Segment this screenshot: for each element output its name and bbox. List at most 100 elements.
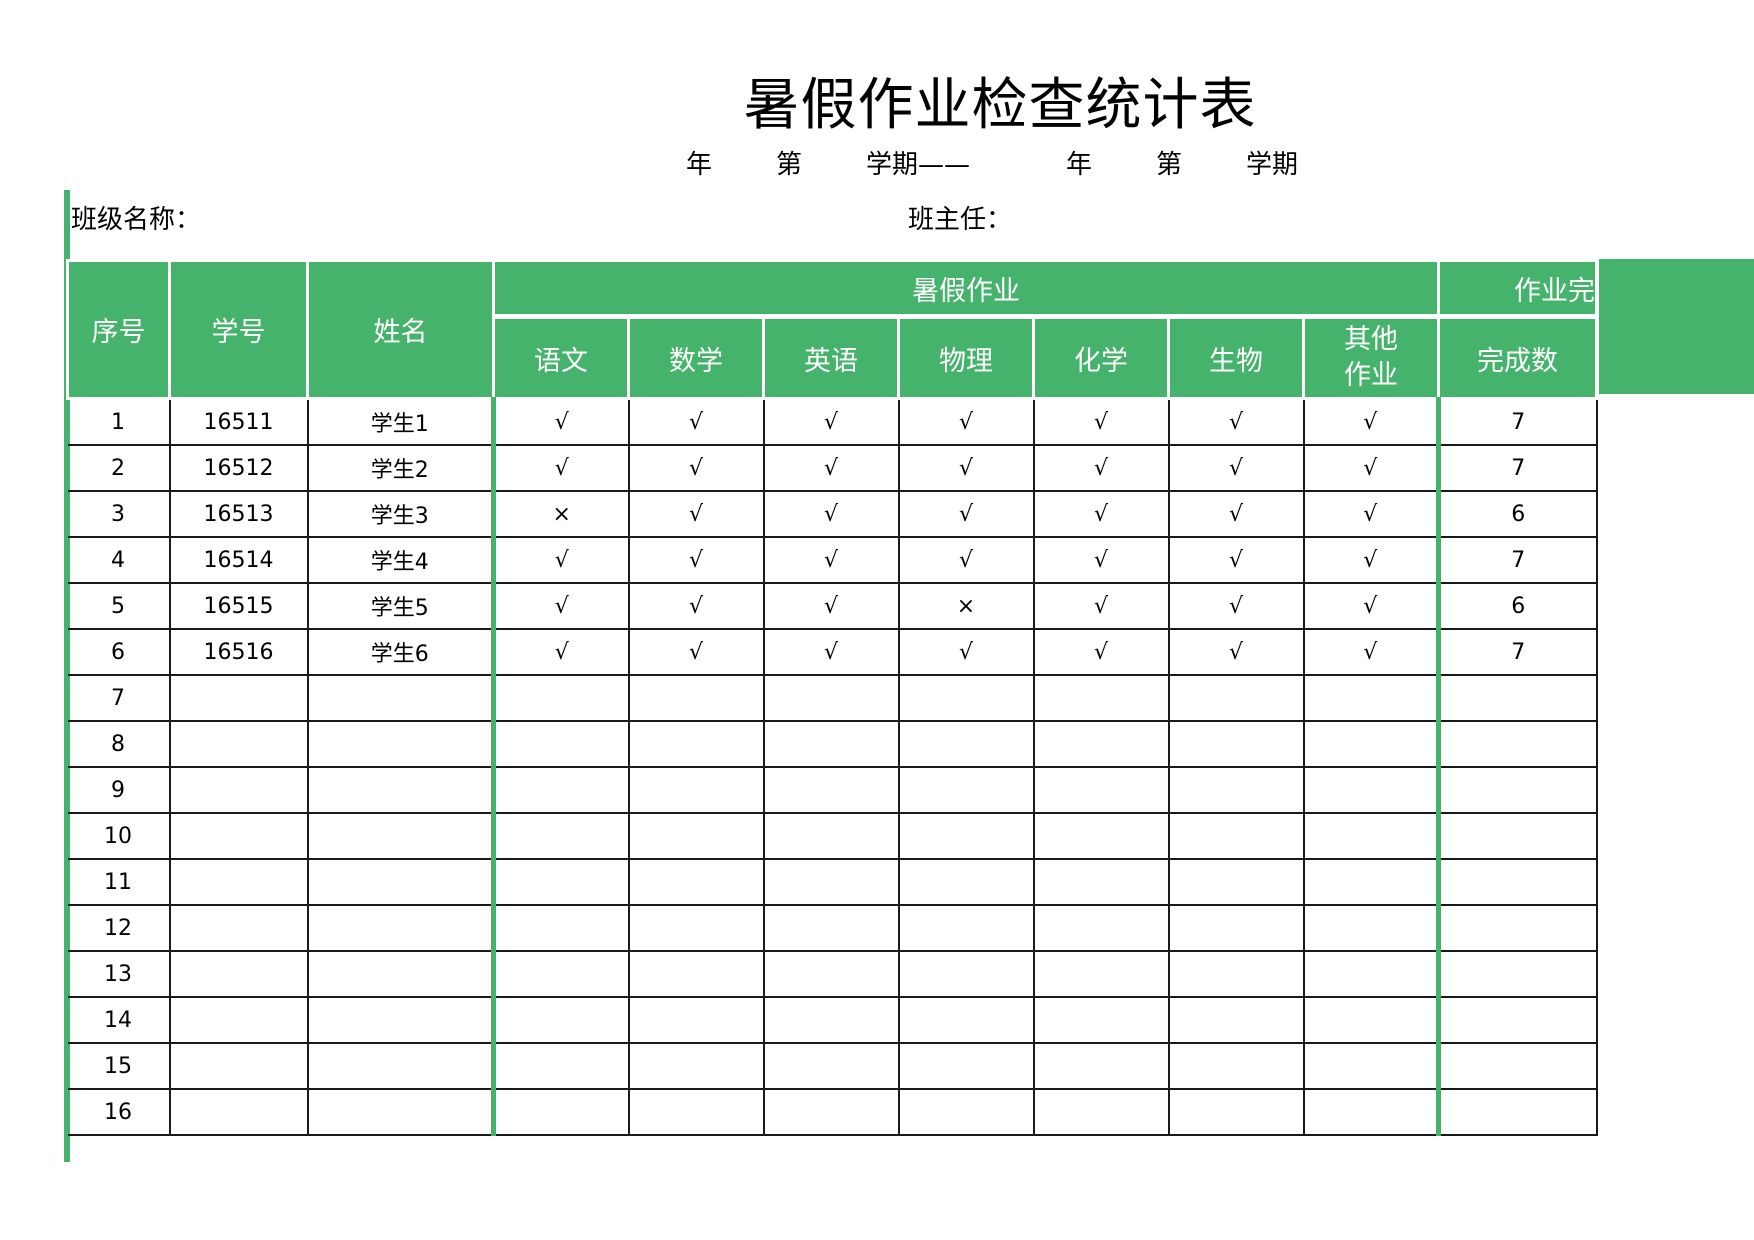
cell-subject-mark: [491, 1088, 630, 1136]
cell-seq: 11: [67, 858, 171, 906]
term-right-year: 年: [1066, 150, 1093, 180]
cell-completed-count: [1436, 1042, 1598, 1090]
col-header-name: 姓名: [306, 259, 495, 400]
cell-subject-mark: √: [897, 628, 1035, 676]
cell-subject-mark: √: [1167, 628, 1305, 676]
cell-subject-mark: [897, 766, 1035, 814]
table-row: 14: [67, 996, 1598, 1044]
cell-student-id: 16511: [168, 397, 309, 446]
cell-subject-mark: [897, 1042, 1035, 1090]
cell-subject-mark: [1167, 1088, 1305, 1136]
cell-subject-mark: [627, 1042, 765, 1090]
cell-subject-mark: [1302, 950, 1440, 998]
cell-subject-mark: [627, 674, 765, 722]
cell-completed-count: [1436, 950, 1598, 998]
cell-subject-mark: [762, 858, 900, 906]
cell-subject-mark: [491, 904, 630, 952]
cell-subject-mark: [1167, 996, 1305, 1044]
col-header-physics: 物理: [897, 315, 1035, 400]
cell-name: 学生4: [306, 536, 495, 584]
cell-completed-count: [1436, 674, 1598, 722]
term-line: 年 第 学期—— 年 第 学期: [680, 147, 1320, 183]
cell-subject-mark: [1302, 904, 1440, 952]
cell-seq: 12: [67, 904, 171, 952]
cell-subject-mark: [491, 1042, 630, 1090]
cell-subject-mark: [897, 858, 1035, 906]
cell-seq: 9: [67, 766, 171, 814]
cell-subject-mark: [627, 1088, 765, 1136]
cell-subject-mark: √: [1167, 582, 1305, 630]
cell-subject-mark: [897, 950, 1035, 998]
cell-subject-mark: √: [1302, 397, 1440, 446]
term-left-semester: 学期——: [866, 150, 971, 180]
cell-subject-mark: √: [491, 397, 630, 446]
cell-name: 学生2: [306, 444, 495, 492]
cell-subject-mark: [1032, 720, 1170, 768]
cell-name: [306, 1088, 495, 1136]
cell-student-id: [168, 766, 309, 814]
term-right-ordinal: 第: [1156, 150, 1183, 180]
table-row: 15: [67, 1042, 1598, 1090]
term-right-semester: 学期: [1246, 150, 1299, 180]
header-row-subjects: 语文 数学 英语 物理 化学 生物 其他作业 完成数: [68, 315, 1598, 400]
other-homework-label: 其他作业: [1344, 324, 1398, 391]
cell-subject-mark: [1167, 812, 1305, 860]
cell-subject-mark: [897, 1088, 1035, 1136]
cell-seq: 15: [67, 1042, 171, 1090]
cell-subject-mark: [897, 720, 1035, 768]
cell-subject-mark: [762, 1088, 900, 1136]
cell-subject-mark: [1302, 674, 1440, 722]
cell-subject-mark: [762, 720, 900, 768]
cell-student-id: 16516: [168, 628, 309, 676]
col-header-student-id: 学号: [168, 259, 309, 400]
cell-subject-mark: [627, 996, 765, 1044]
term-left-year: 年: [686, 150, 713, 180]
cell-subject-mark: [1032, 766, 1170, 814]
cell-subject-mark: [491, 950, 630, 998]
cell-subject-mark: [491, 812, 630, 860]
cell-subject-mark: √: [627, 444, 765, 492]
table-row: 13: [67, 950, 1598, 998]
cell-subject-mark: [897, 674, 1035, 722]
col-header-other-homework: 其他作业: [1302, 315, 1440, 400]
col-header-chinese: 语文: [492, 315, 630, 400]
cell-completed-count: [1436, 812, 1598, 860]
cell-subject-mark: [1032, 674, 1170, 722]
cell-name: [306, 674, 495, 722]
table-row: 10: [67, 812, 1598, 860]
term-left-ordinal: 第: [776, 150, 803, 180]
cell-subject-mark: √: [897, 397, 1035, 446]
cell-subject-mark: √: [1032, 582, 1170, 630]
cell-subject-mark: ×: [491, 490, 630, 538]
cell-seq: 3: [67, 490, 171, 538]
cell-student-id: [168, 950, 309, 998]
cell-subject-mark: √: [762, 536, 900, 584]
header-row-top: 序号 学号 姓名 暑假作业 作业完: [66, 259, 1598, 400]
table-row: 12: [67, 904, 1598, 952]
head-teacher-label: 班主任：: [908, 205, 1013, 235]
cell-subject-mark: [762, 904, 900, 952]
cell-subject-mark: √: [1302, 536, 1440, 584]
cell-subject-mark: [1302, 812, 1440, 860]
cell-name: [306, 996, 495, 1044]
cell-student-id: [168, 1042, 309, 1090]
cell-name: [306, 950, 495, 998]
cell-subject-mark: √: [627, 536, 765, 584]
cell-student-id: [168, 720, 309, 768]
cell-subject-mark: √: [762, 628, 900, 676]
cell-seq: 10: [67, 812, 171, 860]
cell-seq: 14: [67, 996, 171, 1044]
cell-subject-mark: √: [491, 628, 630, 676]
cell-seq: 4: [67, 536, 171, 584]
cell-completed-count: [1436, 904, 1598, 952]
col-header-chemistry: 化学: [1032, 315, 1170, 400]
cell-subject-mark: √: [1302, 444, 1440, 492]
cell-subject-mark: [627, 766, 765, 814]
cell-subject-mark: √: [762, 490, 900, 538]
cell-completed-count: [1436, 858, 1598, 906]
cell-subject-mark: [1032, 1042, 1170, 1090]
